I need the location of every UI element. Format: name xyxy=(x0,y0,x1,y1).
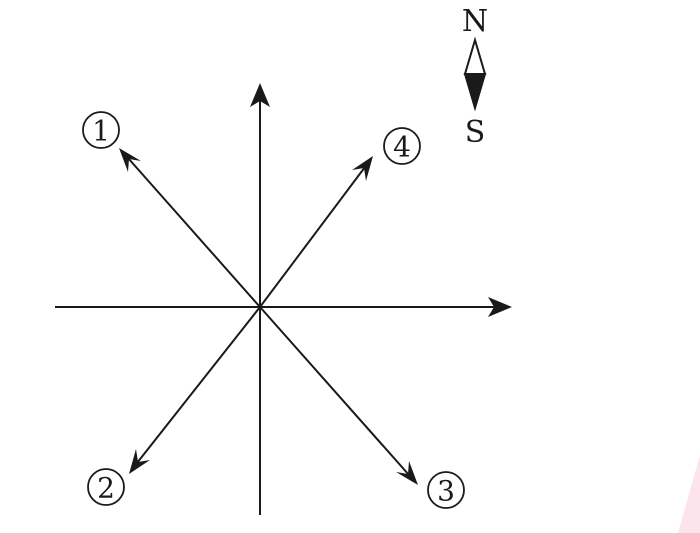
vector-1-arrowhead xyxy=(119,148,141,172)
vector-2-label-text: 2 xyxy=(97,472,115,505)
vector-1-line xyxy=(127,157,261,308)
vector-3-line xyxy=(259,306,410,476)
compass-south-arrow-icon xyxy=(463,73,487,112)
vector-3-label: 3 xyxy=(427,471,465,509)
compass-north-arrow-icon xyxy=(463,36,487,75)
vector-3-label-text: 3 xyxy=(437,475,455,508)
vector-4-line xyxy=(259,166,366,308)
vector-3-arrowhead xyxy=(396,461,418,485)
compass: N S xyxy=(462,4,488,150)
vector-2-arrowhead xyxy=(129,449,150,474)
vector-4-label: 4 xyxy=(383,127,421,165)
vector-4-arrowhead xyxy=(352,156,373,181)
vector-4-label-text: 4 xyxy=(393,131,411,164)
vector-2-line xyxy=(136,306,261,464)
vertical-axis-arrowhead xyxy=(250,83,270,107)
horizontal-axis-arrowhead xyxy=(488,297,512,317)
vector-1-label-text: 1 xyxy=(92,115,110,148)
vector-2-label: 2 xyxy=(87,468,125,506)
decorative-corner xyxy=(678,455,700,533)
vector-1-label: 1 xyxy=(82,111,120,149)
compass-south-label: S xyxy=(465,115,486,150)
compass-north-label: N xyxy=(462,4,488,39)
